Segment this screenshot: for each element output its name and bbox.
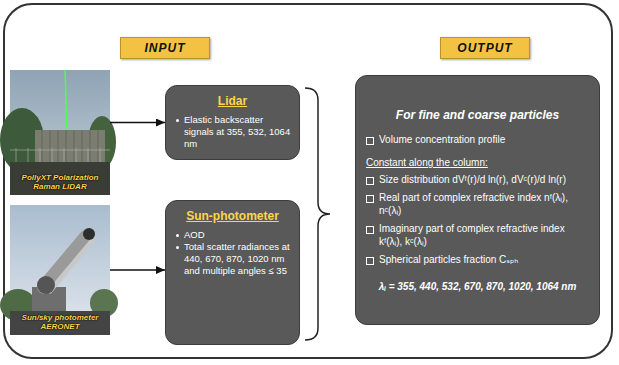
box-title: For fine and coarse particles bbox=[366, 108, 589, 122]
checkbox-bullet bbox=[366, 257, 374, 265]
bullet-text: AOD bbox=[184, 229, 205, 241]
section-label: INPUT bbox=[145, 41, 186, 55]
arrow-connector bbox=[110, 269, 165, 271]
checkbox-item: Real part of complex refractive index nᶠ… bbox=[379, 192, 589, 217]
outer-frame bbox=[4, 4, 612, 358]
box-title: Sun-photometer bbox=[174, 209, 291, 223]
section-heading: Constant along the column: bbox=[366, 157, 488, 168]
photo-caption: Sun/sky photometer AERONET bbox=[14, 313, 106, 331]
checkbox-bullet bbox=[366, 226, 374, 234]
photo-caption: PollyXT Polarization Raman LIDAR bbox=[14, 173, 106, 191]
lidar-photo bbox=[0, 70, 116, 195]
bullet-dot bbox=[176, 119, 179, 122]
arrow-connector bbox=[110, 122, 165, 124]
sunphotometer-photo bbox=[0, 205, 118, 335]
bullet-text: Elastic backscatter signals at 355, 532,… bbox=[184, 114, 291, 150]
bullet-text: Total scatter radiances at 440, 670, 870… bbox=[184, 241, 291, 277]
checkbox-item: Size distribution dVᶠ(r)/d ln(r), dVᶜ(r)… bbox=[379, 174, 566, 187]
box-title: Lidar bbox=[174, 94, 291, 108]
wavelength-note: λᵢ = 355, 440, 532, 670, 870, 1020, 1064… bbox=[366, 281, 589, 292]
instrument-box: LidarElastic backscatter signals at 355,… bbox=[165, 85, 300, 160]
section-tag: OUTPUT bbox=[440, 37, 530, 59]
section-tag: INPUT bbox=[120, 37, 210, 59]
checkbox-item: Imaginary part of complex refractive ind… bbox=[379, 223, 589, 248]
curly-brace bbox=[305, 88, 330, 340]
checkbox-item: Spherical particles fraction Cₛₚₕ bbox=[379, 254, 518, 267]
bullet-dot bbox=[176, 234, 179, 237]
output-box: For fine and coarse particlesVolume conc… bbox=[355, 75, 600, 325]
bullet-dot bbox=[176, 246, 179, 249]
section-label: OUTPUT bbox=[457, 41, 512, 55]
checkbox-bullet bbox=[366, 177, 374, 185]
checkbox-item: Volume concentration profile bbox=[379, 134, 505, 147]
instrument-box: Sun-photometerAODTotal scatter radiances… bbox=[165, 200, 300, 345]
photo-frame: Sun/sky photometer AERONET bbox=[10, 205, 110, 335]
checkbox-bullet bbox=[366, 195, 374, 203]
checkbox-bullet bbox=[366, 137, 374, 145]
photo-frame: PollyXT Polarization Raman LIDAR bbox=[10, 70, 110, 195]
